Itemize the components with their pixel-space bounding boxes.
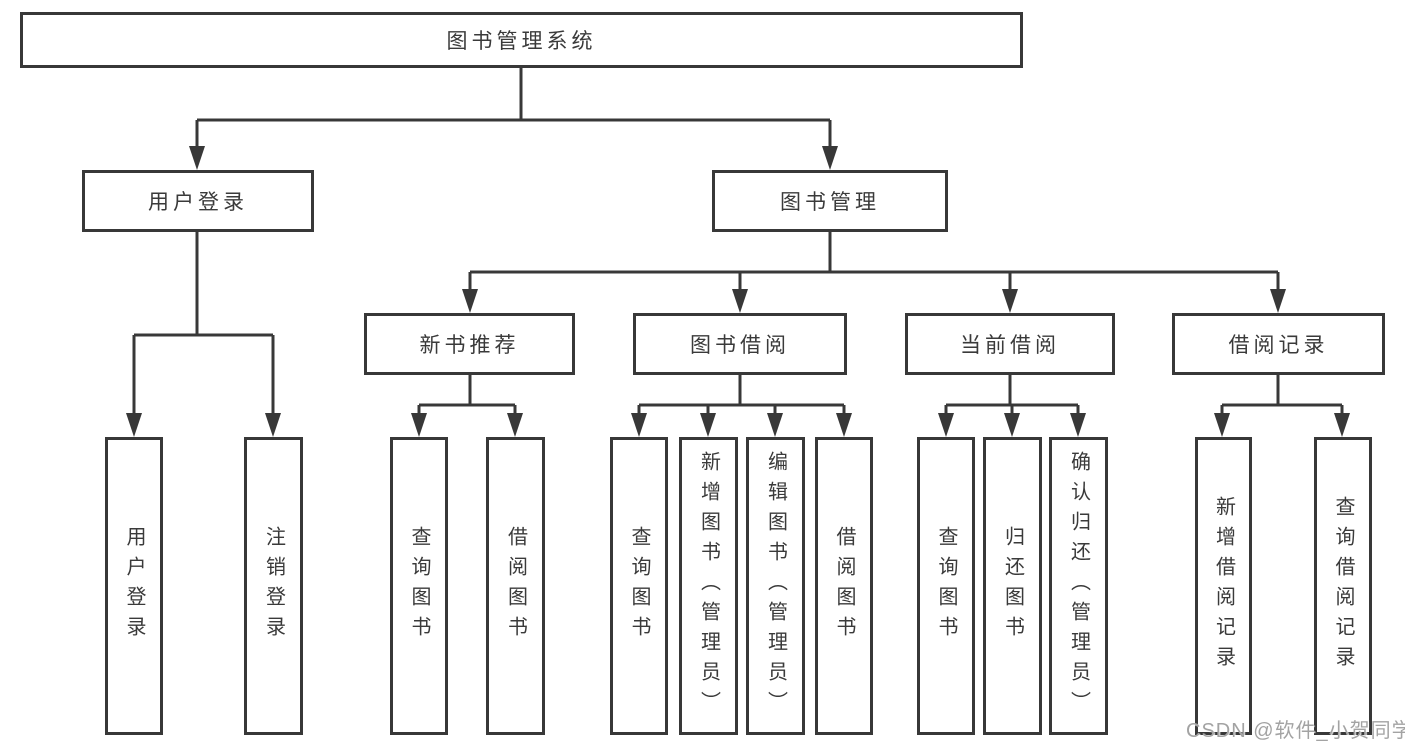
node-label: 用户登录 xyxy=(148,191,248,214)
node-label: 查询图书 xyxy=(628,526,650,646)
node-borrowing-records: 借阅记录 xyxy=(1172,313,1385,375)
node-book-management: 图书管理 xyxy=(712,170,948,232)
leaf-return-books: 归还图书 xyxy=(983,437,1042,735)
leaf-query-books-recommend: 查询图书 xyxy=(390,437,448,735)
node-label: 确认归还（管理员） xyxy=(1067,451,1090,721)
node-label: 查询图书 xyxy=(935,526,957,646)
node-label: 注销登录 xyxy=(262,526,285,646)
node-label: 图书管理系统 xyxy=(446,30,597,53)
node-label: 借阅记录 xyxy=(1228,334,1329,357)
leaf-confirm-return-admin: 确认归还（管理员） xyxy=(1049,437,1108,735)
node-label: 查询图书 xyxy=(408,526,430,646)
node-label: 借阅图书 xyxy=(504,526,527,646)
leaf-query-books-current: 查询图书 xyxy=(917,437,975,735)
node-label: 归还图书 xyxy=(1001,526,1024,646)
connector-arrowheads xyxy=(126,146,1350,437)
node-current-borrowing: 当前借阅 xyxy=(905,313,1115,375)
node-library-management-system: 图书管理系统 xyxy=(20,12,1023,68)
leaf-add-borrow-record: 新增借阅记录 xyxy=(1195,437,1252,735)
node-new-book-recommendation: 新书推荐 xyxy=(364,313,575,375)
leaf-query-borrow-record: 查询借阅记录 xyxy=(1314,437,1372,735)
leaf-logout: 注销登录 xyxy=(244,437,303,735)
node-label: 当前借阅 xyxy=(960,334,1060,357)
node-label: 借阅图书 xyxy=(833,526,855,646)
node-user-login: 用户登录 xyxy=(82,170,314,232)
node-label: 图书借阅 xyxy=(690,334,790,357)
node-label: 用户登录 xyxy=(123,526,145,646)
node-book-borrowing: 图书借阅 xyxy=(633,313,847,375)
leaf-borrow-books-recommend: 借阅图书 xyxy=(486,437,545,735)
node-label: 查询借阅记录 xyxy=(1332,496,1354,676)
node-label: 新增图书（管理员） xyxy=(697,451,720,721)
node-label: 编辑图书（管理员） xyxy=(764,451,787,721)
node-label: 新增借阅记录 xyxy=(1212,496,1235,676)
leaf-add-books-admin: 新增图书（管理员） xyxy=(679,437,738,735)
csdn-watermark: CSDN @软件_小贺同学 xyxy=(1186,720,1405,742)
node-label: 图书管理 xyxy=(780,191,880,214)
leaf-query-books-borrowing: 查询图书 xyxy=(610,437,668,735)
leaf-borrow-books: 借阅图书 xyxy=(815,437,873,735)
connector-lines xyxy=(132,68,1344,417)
leaf-edit-books-admin: 编辑图书（管理员） xyxy=(746,437,805,735)
leaf-user-login: 用户登录 xyxy=(105,437,163,735)
node-label: 新书推荐 xyxy=(419,334,520,357)
